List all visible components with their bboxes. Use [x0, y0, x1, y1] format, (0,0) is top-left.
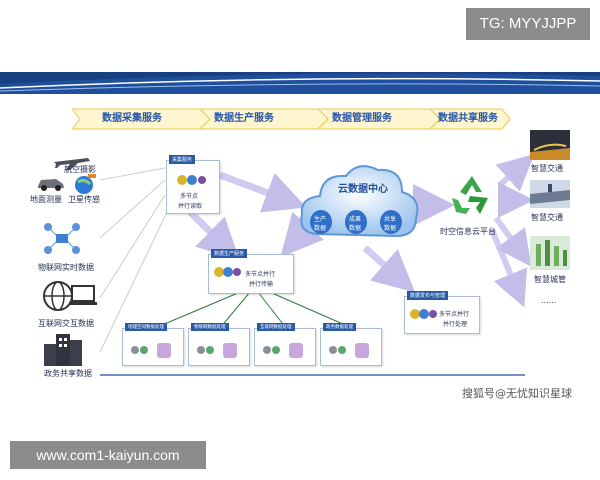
source-gov-label: 政务共享数据: [44, 369, 92, 378]
sub-box-iot: 物联网数据处理: [188, 323, 250, 366]
source-ground-label: 地面测量: [30, 195, 62, 204]
gear-icon: [410, 309, 437, 319]
gear-icon: [177, 175, 206, 185]
airplane-icon: [54, 158, 90, 170]
tg-watermark: TG: MYYJJPP: [466, 8, 590, 40]
buildings-icon: [44, 334, 82, 366]
source-aerial-label: 航空摄影: [64, 165, 96, 174]
car-icon: [38, 179, 64, 191]
publish-line2: 并行处理: [443, 321, 468, 328]
database-icon: [197, 343, 237, 358]
source-internet-label: 互联网交互数据: [38, 319, 94, 328]
sub-box-geo-title: 地理空间数据处理: [125, 323, 167, 331]
production-line2: 并行传输: [249, 281, 274, 288]
publish-manage-box: 数据发布与管理 多节点并行 并行处理: [404, 291, 480, 334]
collect-line1: 多节点: [180, 193, 199, 200]
app-traffic-label-2: 智慧交通: [531, 213, 563, 222]
app-more-label: ......: [541, 296, 557, 305]
satellite-icon: [75, 174, 96, 194]
internet-laptop-icon: [43, 281, 97, 311]
cloud-title: 云数据中心: [338, 184, 388, 195]
app-city-label: 智慧城管: [534, 275, 566, 284]
source-iot-label: 物联网实时数据: [38, 263, 94, 272]
sub-box-gov-title: 政务数据处理: [323, 323, 356, 331]
sub-box-internet-title: 互联网数据处理: [257, 323, 295, 331]
gear-icon: [214, 267, 241, 277]
production-service-box: 数据生产服务 多节点并行 并行传输: [208, 249, 294, 294]
iot-network-icon: [44, 223, 80, 254]
sub-box-iot-title: 物联网数据处理: [191, 323, 229, 331]
collect-line2: 并行读取: [178, 203, 203, 210]
header-banner: [0, 72, 600, 94]
step-collect: 数据采集服务: [102, 113, 162, 124]
collect-service-box: 采集服务 多节点 并行读取: [166, 155, 220, 214]
production-service-title: 数据生产服务: [211, 249, 248, 258]
database-icon: [131, 343, 171, 358]
highway-photo-icon: [530, 180, 570, 208]
recycle-icon: [452, 176, 488, 214]
traffic-photo-icon: [530, 130, 570, 160]
publish-line1: 多节点并行: [439, 311, 470, 318]
database-icon: [263, 343, 303, 358]
cloud-item-shared: 共享 数据: [380, 210, 402, 234]
sub-box-gov: 政务数据处理: [320, 323, 382, 366]
cloud-item-production: 生产 数据: [310, 210, 332, 234]
sohu-watermark: 搜狐号@无忧知识星球: [462, 387, 572, 400]
step-sharing: 数据共享服务: [438, 113, 498, 124]
cloud-item-results: 成果 数据: [345, 210, 367, 234]
step-production: 数据生产服务: [214, 113, 274, 124]
app-traffic-label-1: 智慧交通: [531, 164, 563, 173]
production-line1: 多节点并行: [245, 271, 276, 278]
step-management: 数据管理服务: [332, 113, 392, 124]
collect-service-title: 采集服务: [169, 155, 196, 164]
sub-box-internet: 互联网数据处理: [254, 323, 316, 366]
site-watermark: www.com1-kaiyun.com: [10, 441, 206, 469]
publish-manage-title: 数据发布与管理: [407, 291, 449, 300]
sub-box-geo: 地理空间数据处理: [122, 323, 184, 366]
pipeline-arrows: [72, 108, 511, 130]
database-icon: [329, 343, 369, 358]
source-satellite-label: 卫星传感: [68, 195, 100, 204]
platform-label: 时空信息云平台: [440, 227, 496, 236]
city-photo-icon: [530, 236, 570, 270]
